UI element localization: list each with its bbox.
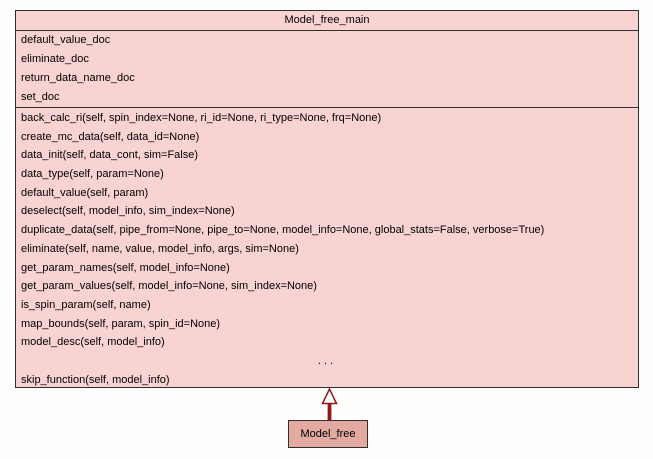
class-title[interactable]: Model_free_main — [16, 11, 638, 31]
inheritance-arrow — [316, 387, 343, 420]
ellipsis-indicator: ... — [317, 354, 337, 367]
inheritance-triangle-icon — [321, 387, 338, 420]
attributes-compartment: default_value_doc eliminate_doc return_dat… — [16, 31, 638, 108]
method-row: create_mc_data(self, data_id=None) — [21, 130, 200, 143]
method-row: skip_function(self, model_info) — [21, 373, 170, 386]
method-row: is_spin_param(self, name) — [21, 298, 151, 311]
method-row: duplicate_data(self, pipe_from=None, pip… — [21, 224, 545, 237]
attribute-row: default_value_doc — [21, 34, 111, 46]
attribute-row: set_doc — [21, 91, 60, 103]
attribute-row: return_data_name_doc — [21, 72, 135, 84]
class-node-model-free[interactable]: Model_free — [288, 420, 368, 448]
method-row: eliminate(self, name, value, model_info,… — [21, 242, 299, 255]
method-row: get_param_values(self, model_info=None, … — [21, 280, 317, 293]
method-row: back_calc_ri(self, spin_index=None, ri_i… — [21, 112, 382, 124]
method-row: model_desc(self, model_info) — [21, 336, 165, 349]
method-row: default_value(self, param) — [21, 186, 149, 199]
attribute-row: eliminate_doc — [21, 53, 89, 65]
method-row: data_type(self, param=None) — [21, 168, 164, 181]
method-row: deselect(self, model_info, sim_index=Non… — [21, 205, 235, 218]
method-row: map_bounds(self, param, spin_id=None) — [21, 317, 221, 330]
methods-compartment: back_calc_ri(self, spin_index=None, ri_i… — [16, 108, 638, 389]
arrow-head — [321, 387, 338, 405]
arrow-shaft — [327, 403, 332, 420]
method-row: data_init(self, data_cont, sim=False) — [21, 149, 199, 162]
method-row: get_param_names(self, model_info=None) — [21, 261, 230, 274]
